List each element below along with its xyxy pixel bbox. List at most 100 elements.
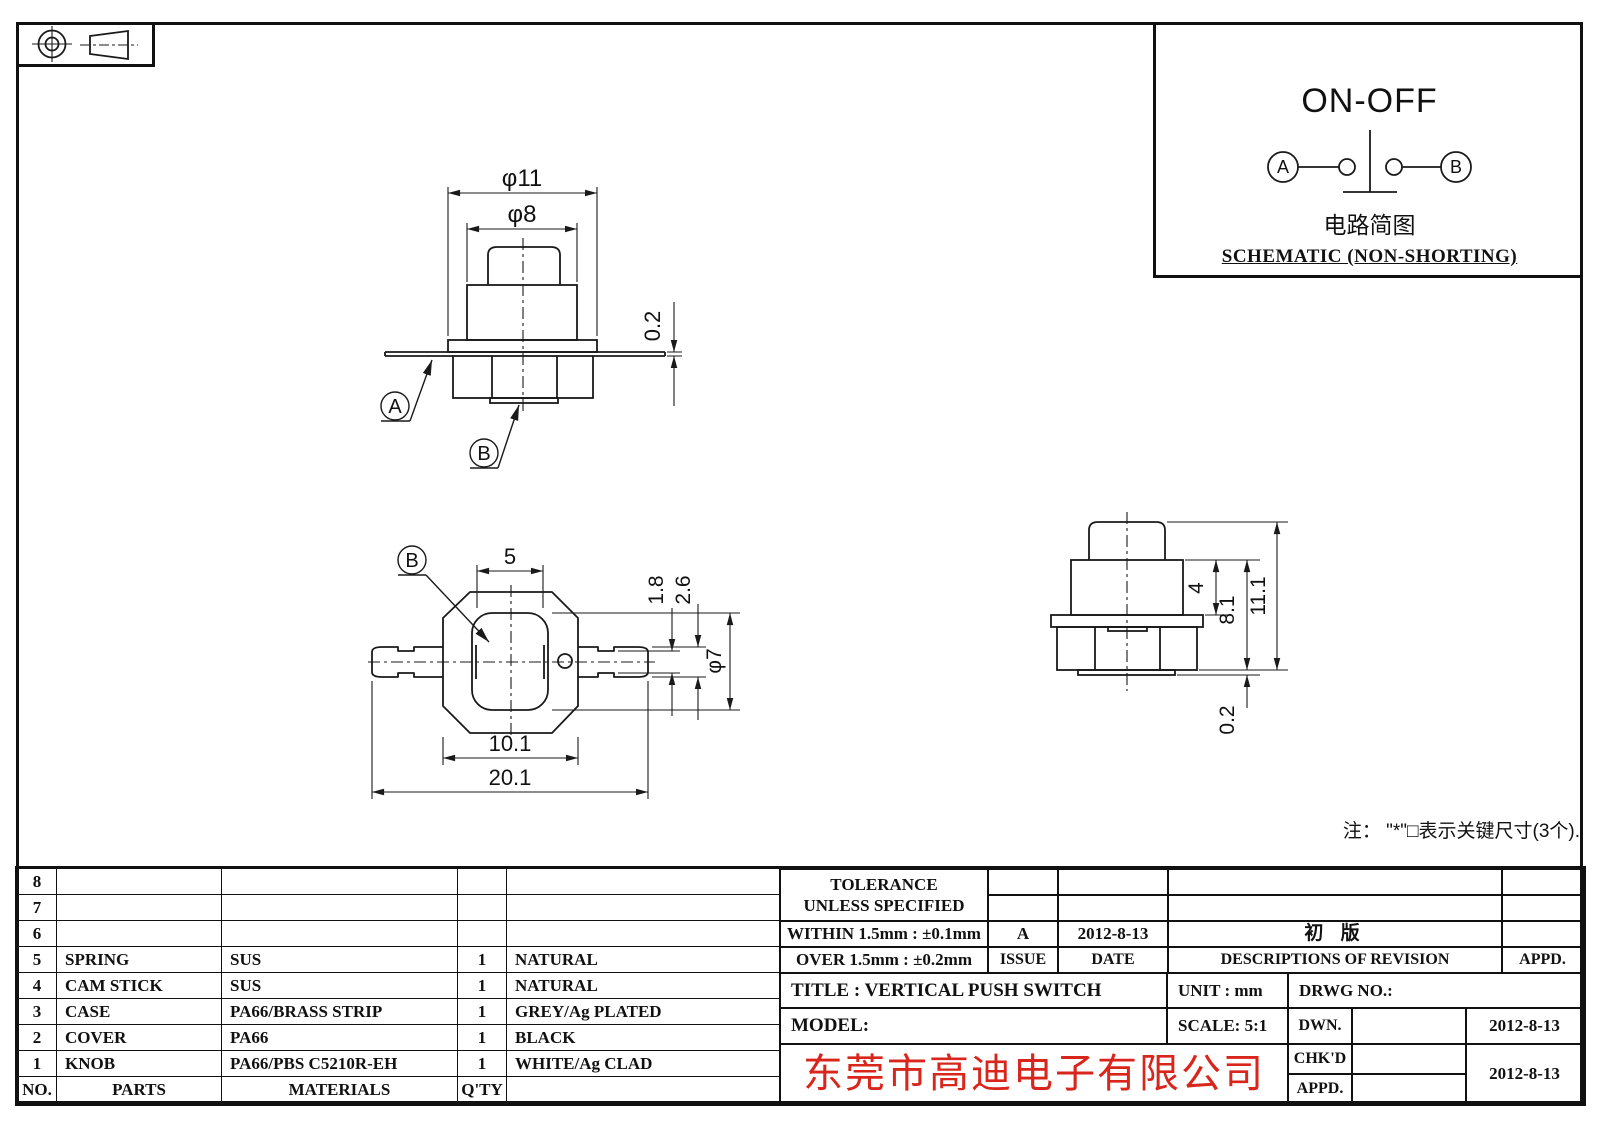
dwn-label: DWN. [1288,1008,1352,1044]
tolerance-title: TOLERANCE [830,874,938,894]
dwn-signature-cell [1352,1008,1466,1044]
model-cell: MODEL: [780,1008,1167,1044]
parts-header-qty: Q'TY [458,1077,507,1103]
dim-phi7: φ7 [703,648,726,673]
title-cell: TITLE : VERTICAL PUSH SWITCH [780,973,1167,1008]
revision-appd-label: APPD. [1502,947,1583,973]
side-view-drawing: 4 8.1 11.1 0.2 [1050,512,1288,735]
part-row-finish: BLACK [507,1025,780,1051]
part-row-material: PA66/PBS C5210R-EH [222,1051,458,1077]
dim-8-1: 8.1 [1216,595,1239,624]
dim-20-1: 20.1 [489,765,532,790]
first-angle-projection-icon [32,26,138,62]
parts-header-finish [507,1077,780,1103]
projection-symbol-box [16,22,155,67]
schematic-caption-cn: 电路简图 [1323,212,1416,238]
part-row-name: CAM STICK [57,973,222,999]
dim-4: 4 [1185,582,1208,594]
part-row-no: 2 [18,1025,57,1051]
part-row-no: 5 [18,947,57,973]
part-row-name [57,921,222,947]
revision-date: 2012-8-13 [1058,921,1168,947]
appd-signature-cell [1352,1074,1466,1103]
tolerance-over: OVER 1.5mm : ±0.2mm [780,947,988,973]
circuit-diagram: A B [1267,130,1472,193]
dim-1-8: 1.8 [645,575,668,604]
part-row-material [222,869,458,895]
parts-header-parts: PARTS [57,1077,222,1103]
front-view-dimensions [447,187,682,406]
revision-desc-label: DESCRIPTIONS OF REVISION [1168,947,1502,973]
schematic-caption-en: SCHEMATIC (NON-SHORTING) [1221,246,1518,267]
appd-empty-cell [1502,869,1583,895]
part-row-qty: 1 [458,973,507,999]
top-view-drawing: 5 10.1 20.1 1.8 2.6 φ7 B [368,544,740,799]
part-row-no: 3 [18,999,57,1025]
part-row-qty: 1 [458,1025,507,1051]
company-name: 东莞市高迪电子有限公司 [780,1044,1288,1103]
issue-empty-cell [988,895,1058,921]
issue-empty-cell [988,869,1058,895]
part-row-name [57,869,222,895]
part-row-qty [458,921,507,947]
parts-table: 8 7 6 5 SPRING SUS 1 NATURAL 4 CAM STICK… [18,869,780,1103]
balloon-b-label: B [477,443,490,465]
balloon-b [469,404,520,469]
part-row-name [57,895,222,921]
dim-lip-0-2: 0.2 [1216,705,1239,734]
balloon-a [380,359,433,422]
issue-label: ISSUE [988,947,1058,973]
dim-10-1: 10.1 [489,731,532,756]
chkd-signature-cell [1352,1044,1466,1074]
top-view-dimensions [371,565,740,799]
part-row-qty: 1 [458,1051,507,1077]
dim-phi8: φ8 [508,201,537,228]
part-row-material: SUS [222,947,458,973]
part-row-name: COVER [57,1025,222,1051]
schematic-box: ON-OFF A B 电路简图 SCHEMATIC (NON-SHORTING) [1153,22,1583,278]
part-row-material: PA66/BRASS STRIP [222,999,458,1025]
revision-empty-cell [1168,895,1502,921]
date-label: DATE [1058,947,1168,973]
balloon-b-top [397,545,490,643]
part-row-material [222,895,458,921]
part-row-no: 1 [18,1051,57,1077]
revision-empty-cell [1168,869,1502,895]
part-row-qty [458,895,507,921]
part-row-qty: 1 [458,947,507,973]
balloon-a-label: A [388,396,402,418]
part-row-no: 7 [18,895,57,921]
part-row-finish [507,921,780,947]
title-block: 8 7 6 5 SPRING SUS 1 NATURAL 4 CAM STICK… [15,866,1586,1106]
appd-label: APPD. [1288,1074,1352,1103]
part-row-material: SUS [222,973,458,999]
part-row-finish: WHITE/Ag CLAD [507,1051,780,1077]
appd-empty-cell [1502,895,1583,921]
part-row-qty: 1 [458,999,507,1025]
schematic-terminal-b: B [1450,157,1462,177]
parts-header-materials: MATERIALS [222,1077,458,1103]
unit-cell: UNIT : mm [1167,973,1288,1008]
dwn-date: 2012-8-13 [1466,1008,1583,1044]
part-row-finish [507,895,780,921]
part-row-finish: NATURAL [507,947,780,973]
key-dimension-note: 注： "*"□表示关键尺寸(3个). [1342,821,1580,842]
tolerance-within: WITHIN 1.5mm : ±0.1mm [780,921,988,947]
schematic-terminal-a: A [1277,157,1289,177]
top-view-centerlines [368,585,655,742]
chkd-label: CHK'D [1288,1044,1352,1074]
parts-header-no: NO. [18,1077,57,1103]
part-row-finish [507,869,780,895]
schematic-title: ON-OFF [1301,82,1438,120]
scale-cell: SCALE: 5:1 [1167,1008,1288,1044]
part-row-no: 8 [18,869,57,895]
part-row-finish: GREY/Ag PLATED [507,999,780,1025]
front-view-drawing: φ11 φ8 0.2 A B [380,165,682,469]
tolerance-box: TOLERANCE UNLESS SPECIFIED [780,869,988,921]
dim-panel-0-2: 0.2 [640,311,665,342]
tolerance-subtitle: UNLESS SPECIFIED [803,896,965,915]
dim-phi11: φ11 [502,165,542,192]
drwg-no-cell: DRWG NO.: [1288,973,1583,1008]
part-row-qty [458,869,507,895]
